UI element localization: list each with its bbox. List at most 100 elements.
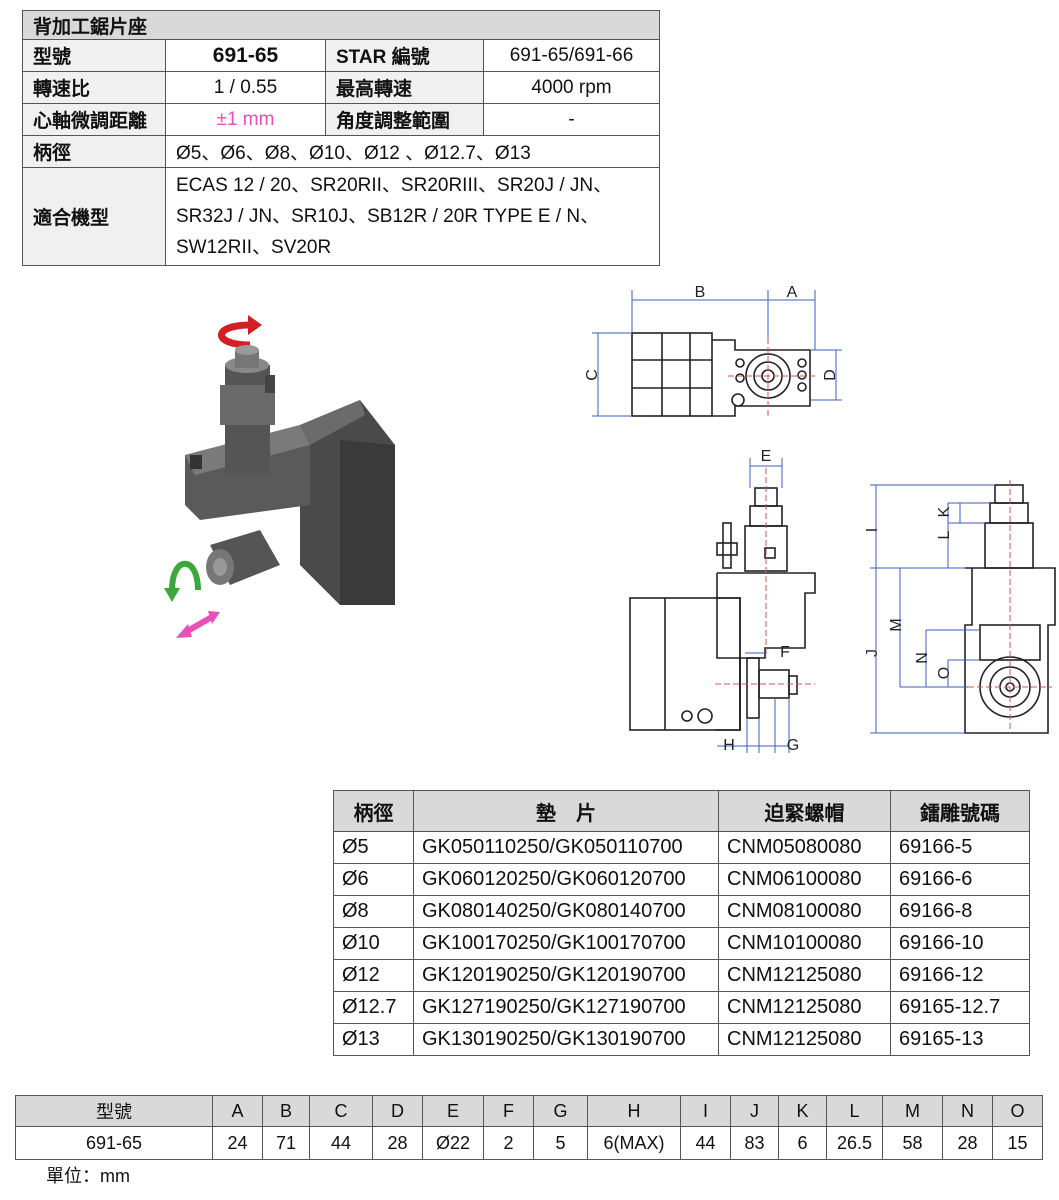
parts-cell-shim: GK060120250/GK060120700 <box>413 863 719 896</box>
model-label: 型號 <box>22 39 166 72</box>
adjust-value: ±1 mm <box>165 103 326 136</box>
parts-header-shank: 柄徑 <box>333 790 414 832</box>
star-label: STAR 編號 <box>325 39 484 72</box>
dim-label-c: C <box>584 369 601 381</box>
model-value: 691-65 <box>165 39 326 72</box>
star-value: 691-65/691-66 <box>482 39 661 72</box>
dims-value-f: 2 <box>483 1126 534 1160</box>
dims-value-a: 24 <box>212 1126 263 1160</box>
dim-label-m: M <box>888 618 905 631</box>
parts-cell-shank: Ø8 <box>333 895 414 928</box>
parts-cell-shank: Ø5 <box>333 831 414 864</box>
unit-note: 單位：mm <box>46 1166 130 1186</box>
machine-line-1: ECAS 12 / 20、SR20RII、SR20RIII、SR20J / JN… <box>176 175 613 196</box>
dim-label-e: E <box>761 448 772 465</box>
dims-header-m: M <box>882 1095 943 1127</box>
parts-cell-engrave: 69166-10 <box>890 927 1030 960</box>
maxspeed-label: 最高轉速 <box>325 71 484 104</box>
parts-cell-engrave: 69166-8 <box>890 895 1030 928</box>
angle-label: 角度調整範圍 <box>325 103 484 136</box>
machine-label: 適合機型 <box>22 167 166 266</box>
dims-header-i: I <box>680 1095 731 1127</box>
swivel-arrow-icon <box>164 560 201 602</box>
maxspeed-value: 4000 rpm <box>482 71 661 104</box>
dims-header-model: 型號 <box>15 1095 213 1127</box>
parts-cell-nut: CNM10100080 <box>718 927 891 960</box>
dims-header-j: J <box>730 1095 779 1127</box>
parts-cell-shank: Ø6 <box>333 863 414 896</box>
angle-value: - <box>482 103 661 136</box>
parts-cell-shank: Ø13 <box>333 1023 414 1056</box>
parts-cell-shank: Ø10 <box>333 927 414 960</box>
dims-value-b: 71 <box>262 1126 310 1160</box>
parts-cell-nut: CNM12125080 <box>718 991 891 1024</box>
parts-cell-shim: GK080140250/GK080140700 <box>413 895 719 928</box>
dims-header-e: E <box>422 1095 484 1127</box>
dims-header-b: B <box>262 1095 310 1127</box>
shank-value: Ø5、Ø6、Ø8、Ø10、Ø12 、Ø12.7、Ø13 <box>164 135 661 168</box>
adjust-label: 心軸微調距離 <box>22 103 166 136</box>
dims-header-k: K <box>778 1095 827 1127</box>
dims-value-j: 83 <box>730 1126 779 1160</box>
rotate-arrow-icon <box>218 315 262 349</box>
dims-header-l: L <box>826 1095 883 1127</box>
dims-header-c: C <box>309 1095 373 1127</box>
dims-value-m: 58 <box>882 1126 943 1160</box>
parts-header-row: 柄徑 墊 片 迫緊螺帽 鐳雕號碼 <box>333 790 1030 832</box>
dims-value-n: 28 <box>942 1126 993 1160</box>
dim-label-l: L <box>936 530 953 539</box>
dim-label-h: H <box>723 737 735 754</box>
dim-label-j: J <box>864 649 881 657</box>
parts-cell-shim: GK127190250/GK127190700 <box>413 991 719 1024</box>
dims-header-h: H <box>587 1095 681 1127</box>
ratio-value: 1 / 0.55 <box>165 71 326 104</box>
parts-cell-engrave: 69166-5 <box>890 831 1030 864</box>
dims-value-c: 44 <box>309 1126 373 1160</box>
dim-label-i: I <box>864 528 881 532</box>
dims-value-d: 28 <box>372 1126 423 1160</box>
machine-value: ECAS 12 / 20、SR20RII、SR20RIII、SR20J / JN… <box>164 167 661 266</box>
spec-table: 背加工鋸片座 型號 691-65 STAR 編號 691-65/691-66 轉… <box>21 10 661 266</box>
dims-value-model: 691-65 <box>15 1126 213 1160</box>
dims-value-e: Ø22 <box>422 1126 484 1160</box>
side-view-drawing: I J M N O L K <box>864 480 1056 734</box>
parts-cell-engrave: 69165-12.7 <box>890 991 1030 1024</box>
top-view-drawing: B A C D <box>584 284 842 417</box>
slide-arrow-icon <box>176 611 220 638</box>
parts-header-nut: 迫緊螺帽 <box>718 790 891 832</box>
machine-line-2: SR32J / JN、SR10J、SB12R / 20R TYPE E / N、 <box>176 206 600 227</box>
parts-cell-nut: CNM12125080 <box>718 959 891 992</box>
dim-label-o: O <box>936 667 953 679</box>
parts-cell-shank: Ø12 <box>333 959 414 992</box>
dim-label-f: F <box>780 644 790 661</box>
dim-label-d: D <box>822 369 839 381</box>
parts-header-engrave: 鐳雕號碼 <box>890 790 1030 832</box>
parts-cell-nut: CNM08100080 <box>718 895 891 928</box>
parts-cell-engrave: 69165-13 <box>890 1023 1030 1056</box>
dims-value-l: 26.5 <box>826 1126 883 1160</box>
parts-cell-engrave: 69166-6 <box>890 863 1030 896</box>
dim-label-g: G <box>787 737 799 754</box>
dims-header-o: O <box>992 1095 1043 1127</box>
shank-label: 柄徑 <box>22 135 166 168</box>
spec-title: 背加工鋸片座 <box>21 10 661 40</box>
parts-cell-shank: Ø12.7 <box>333 991 414 1024</box>
dims-header-a: A <box>212 1095 263 1127</box>
dim-label-n: N <box>914 652 931 664</box>
ratio-label: 轉速比 <box>22 71 166 104</box>
parts-cell-shim: GK130190250/GK130190700 <box>413 1023 719 1056</box>
parts-header-shim: 墊 片 <box>413 790 719 832</box>
dims-value-h: 6(MAX) <box>587 1126 681 1160</box>
dim-label-k: K <box>936 506 953 517</box>
dims-value-o: 15 <box>992 1126 1043 1160</box>
